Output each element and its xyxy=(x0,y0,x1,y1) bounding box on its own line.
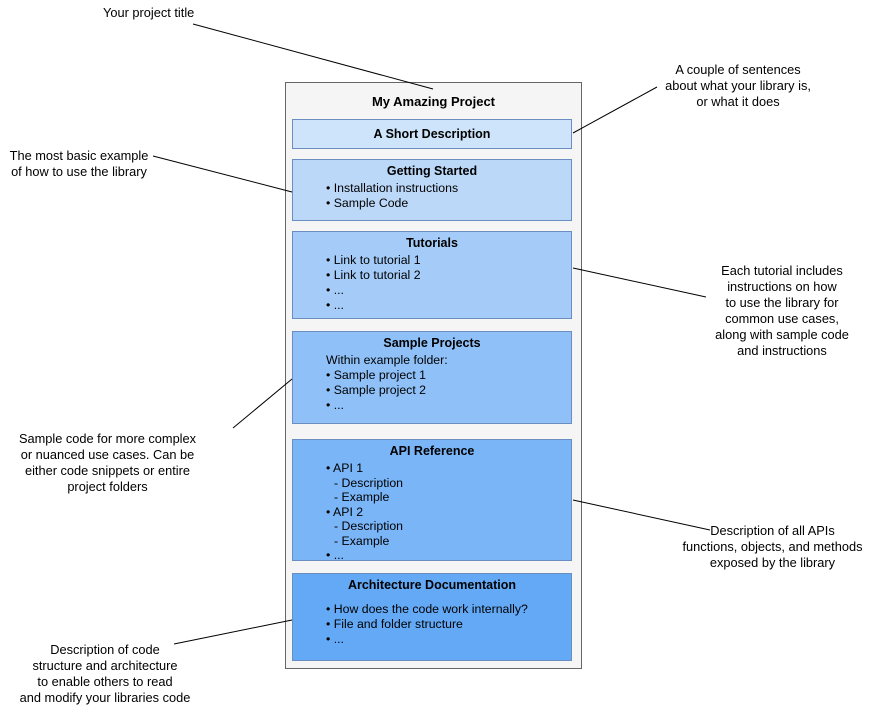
section-item: • Link to tutorial 1 xyxy=(326,253,421,267)
annotation-project-title: Your project title xyxy=(103,5,195,20)
section-title: A Short Description xyxy=(373,127,491,141)
section-item: • File and folder structure xyxy=(326,617,463,631)
section-item: • Sample project 2 xyxy=(326,383,426,397)
connector-line xyxy=(572,267,707,298)
section-item: Within example folder: xyxy=(326,353,448,367)
annotation-api-reference: Description of all APIs functions, objec… xyxy=(682,523,863,570)
section-item: • How does the code work internally? xyxy=(326,602,528,616)
annotation-getting-started: The most basic example of how to use the… xyxy=(9,148,149,179)
section-items: • API 1- Description- Example• API 2- De… xyxy=(293,459,571,561)
project-title: My Amazing Project xyxy=(371,94,496,109)
section-title: Getting Started xyxy=(386,164,478,178)
annotation-architecture: Description of code structure and archit… xyxy=(19,642,191,705)
section-item: - Description xyxy=(334,475,404,490)
annotation-tutorials: Each tutorial includes instructions on h… xyxy=(715,263,849,358)
section-items: Within example folder:• Sample project 1… xyxy=(293,351,571,413)
connector-line xyxy=(232,378,293,429)
annotation-sample-projects: Sample code for more complex or nuanced … xyxy=(18,431,197,494)
section-items: • Link to tutorial 1• Link to tutorial 2… xyxy=(293,251,571,313)
section-item: • Link to tutorial 2 xyxy=(326,268,421,282)
section-item: • Sample project 1 xyxy=(326,368,426,382)
section-items: • How does the code work internally?• Fi… xyxy=(293,593,571,647)
section-item: • ... xyxy=(326,632,344,646)
section-box-tutorials: Tutorials• Link to tutorial 1• Link to t… xyxy=(292,231,572,319)
section-item: • ... xyxy=(326,548,344,561)
section-item: • Sample Code xyxy=(326,196,409,210)
section-box-getting-started: Getting Started• Installation instructio… xyxy=(292,159,572,221)
section-item: - Example xyxy=(334,533,390,548)
section-box-a-short-description: A Short Description xyxy=(292,119,572,149)
section-item: • API 2 xyxy=(326,504,364,519)
connector-line xyxy=(173,619,293,645)
section-item: • ... xyxy=(326,298,344,312)
annotation-short-description: A couple of sentences about what your li… xyxy=(665,62,811,109)
section-box-architecture-documentation: Architecture Documentation• How does the… xyxy=(292,573,572,661)
section-item: • ... xyxy=(326,283,344,297)
section-items: • Installation instructions• Sample Code xyxy=(293,179,571,211)
section-item: • API 1 xyxy=(326,461,364,475)
section-item: - Example xyxy=(334,490,390,504)
connector-line xyxy=(192,23,434,90)
section-item: • Installation instructions xyxy=(326,181,459,195)
connector-line xyxy=(152,155,293,193)
section-title: Sample Projects xyxy=(383,336,481,350)
section-item: • ... xyxy=(326,398,344,412)
section-title: Tutorials xyxy=(406,236,458,250)
section-item: - Description xyxy=(334,519,404,533)
section-box-api-reference: API Reference• API 1- Description- Examp… xyxy=(292,439,572,561)
section-title: API Reference xyxy=(389,444,475,458)
section-title: Architecture Documentation xyxy=(347,578,517,592)
